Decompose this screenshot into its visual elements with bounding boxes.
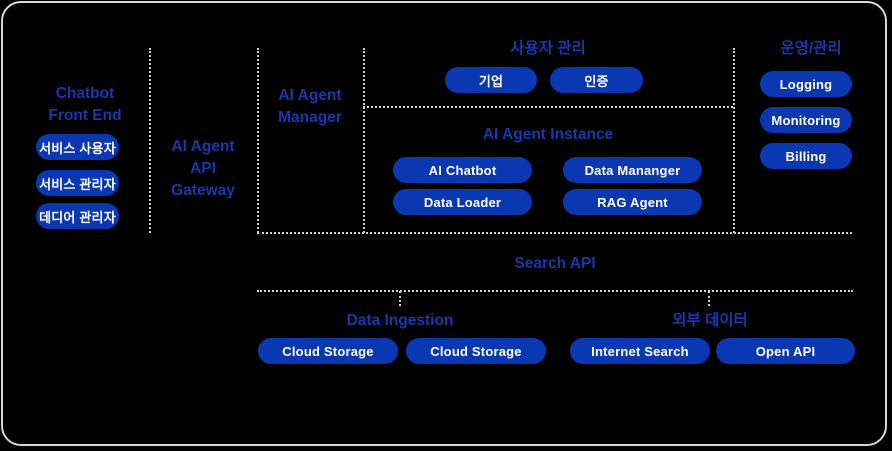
node-data-loader: Data Loader <box>393 189 532 215</box>
node-service-user: 서비스 사용자 <box>36 134 119 160</box>
node-cloud-storage-1: Cloud Storage <box>258 338 398 364</box>
gateway-title-line2: API <box>190 160 216 177</box>
node-data-manager: Data Mananger <box>563 157 702 183</box>
node-ai-chatbot: AI Chatbot <box>393 157 532 183</box>
node-cloud-storage-2: Cloud Storage <box>406 338 546 364</box>
gateway-title-line1: AI Agent <box>171 138 235 155</box>
divider-box-bottom <box>257 232 852 234</box>
gateway-title-line3: Gateway <box>171 182 235 199</box>
divider-manager-content <box>363 48 365 233</box>
agent-manager-title-line2: Manager <box>278 109 342 126</box>
tick-data-ingestion <box>399 291 401 306</box>
node-monitoring: Monitoring <box>760 107 852 133</box>
agent-instance-title: AI Agent Instance <box>482 126 614 143</box>
data-ingestion-title: Data Ingestion <box>346 312 454 329</box>
front-end-title: Chatbot Front End <box>15 83 155 127</box>
node-auth: 인증 <box>550 67 643 93</box>
divider-gateway-manager <box>257 48 259 233</box>
front-end-title-line1: Chatbot <box>55 85 115 102</box>
tick-external-data <box>708 291 710 306</box>
node-logging: Logging <box>760 71 852 97</box>
divider-frontend-gateway <box>149 48 151 233</box>
node-enterprise: 기업 <box>445 67 537 93</box>
agent-manager-title-line1: AI Agent <box>278 87 342 104</box>
gateway-title: AI Agent API Gateway <box>153 136 253 202</box>
node-open-api: Open API <box>716 338 855 364</box>
node-service-admin: 서비스 관리자 <box>36 170 119 196</box>
front-end-title-line2: Front End <box>48 107 122 124</box>
agent-manager-title: AI Agent Manager <box>260 85 360 129</box>
node-rag-agent: RAG Agent <box>563 189 702 215</box>
node-media-admin: 데디어 관리자 <box>36 203 119 229</box>
divider-usermgmt-instance <box>363 106 733 108</box>
external-data-title: 외부 데이터 <box>672 312 748 329</box>
operations-title: 운영/관리 <box>780 40 842 57</box>
divider-content-operations <box>733 48 735 233</box>
user-management-title: 사용자 관리 <box>510 40 586 57</box>
search-api-title: Search API <box>514 255 596 272</box>
node-internet-search: Internet Search <box>570 338 710 364</box>
divider-search-api <box>257 290 853 292</box>
node-billing: Billing <box>760 143 852 169</box>
